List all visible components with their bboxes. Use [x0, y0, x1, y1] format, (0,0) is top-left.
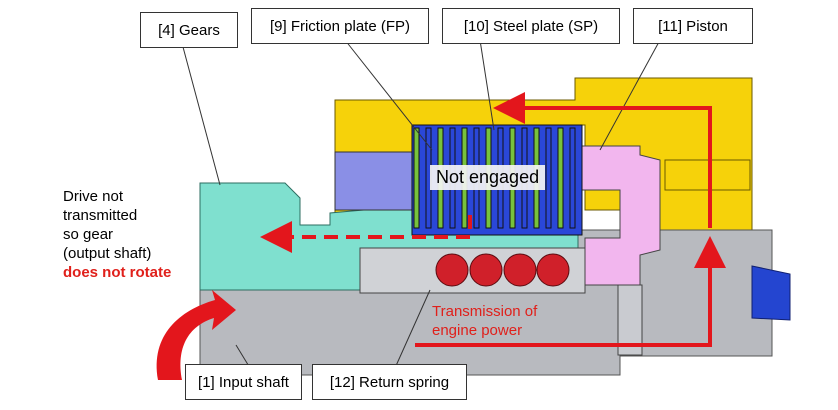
drive-note-line-5: does not rotate: [63, 264, 172, 281]
piston-label: [11] Piston: [633, 8, 753, 44]
engagement-status: Not engaged: [430, 165, 546, 190]
dashed-arrow: [260, 215, 472, 253]
power-flow-line-1: Transmission of: [432, 303, 538, 320]
steel-plate-label: [10] Steel plate (SP): [442, 8, 620, 44]
return-spring-label: [12] Return spring: [312, 364, 467, 400]
right-rod: [664, 159, 751, 191]
drive-note-line-3: so gear: [63, 226, 114, 243]
gears-label: [4] Gears: [140, 12, 238, 48]
power-path-upper: [493, 92, 712, 228]
return-springs: [435, 253, 570, 287]
drive-note-line-2: transmitted: [63, 207, 138, 224]
rotation-arrow: [156, 290, 236, 380]
blue-seal: [751, 265, 791, 321]
drive-note-line-4: (output shaft): [63, 245, 152, 262]
hub-block: [334, 151, 421, 211]
input-shaft-label: [1] Input shaft: [185, 364, 302, 400]
friction-plate-label: [9] Friction plate (FP): [251, 8, 429, 44]
leader-lines: [182, 39, 661, 369]
power-flow-line-2: engine power: [432, 322, 523, 339]
power-path: [415, 236, 726, 347]
power-flow-caption: Transmission of engine power: [432, 302, 537, 340]
drive-note-line-1: Drive not: [63, 188, 124, 205]
drive-note: Drive not transmitted so gear (output sh…: [63, 187, 171, 282]
